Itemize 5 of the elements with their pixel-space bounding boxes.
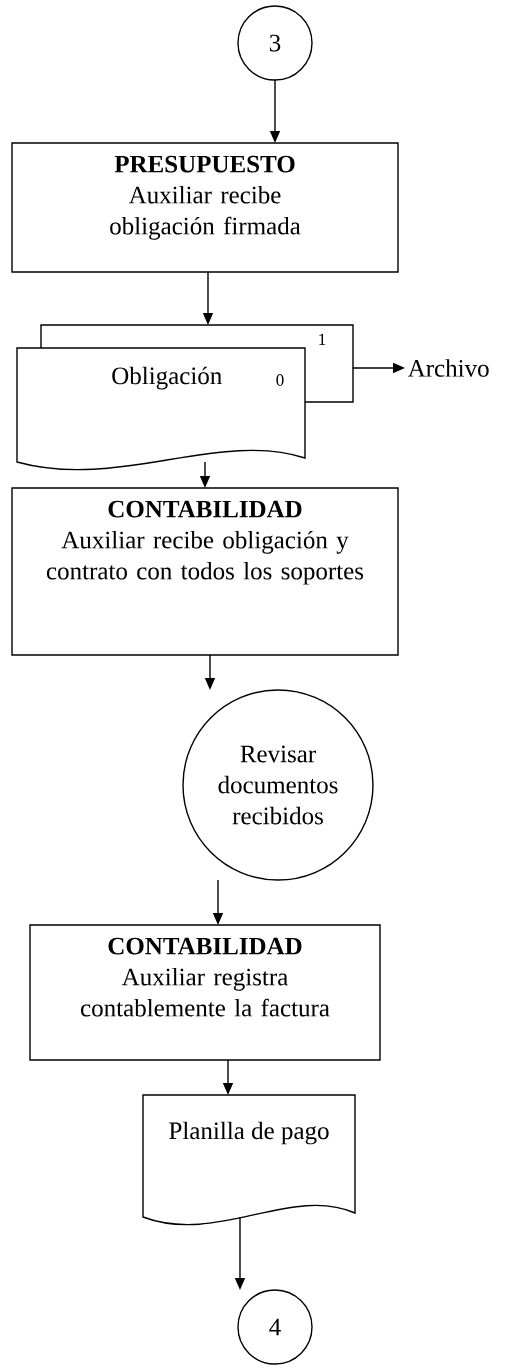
node-label: 1 [319,333,326,345]
target-label: Archivo [407,359,489,377]
process-box: CONTABILIDAD Auxiliar recibe obligación y contrato con todos los soportes [11,487,399,656]
process-box: PRESUPUESTO Auxiliar recibe obligación firmada [11,142,399,273]
process-box: CONTABILIDAD Auxiliar registra contablemente la factura [29,924,381,1061]
